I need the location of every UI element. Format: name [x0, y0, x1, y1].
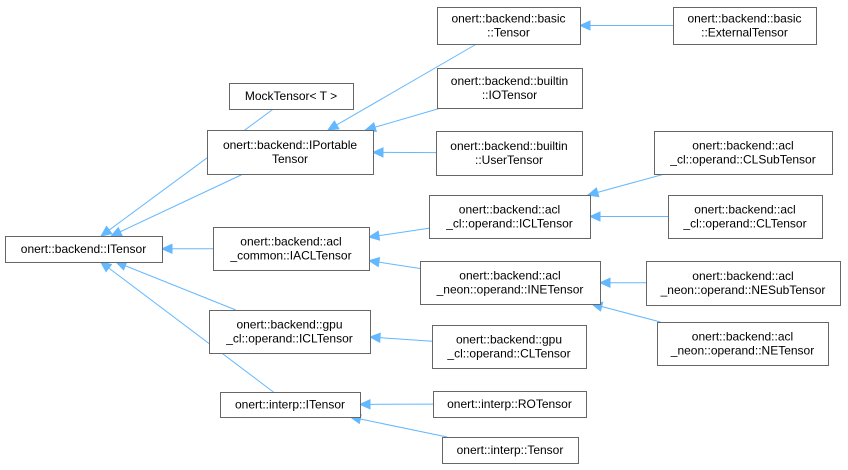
class-node-itensor[interactable]: onert::backend::ITensor	[5, 236, 163, 263]
class-name-line: MockTensor< T >	[245, 89, 337, 103]
class-name-line: _common::IACLTensor	[229, 249, 351, 263]
class-name-line: onert::backend::acl	[694, 203, 795, 217]
edge-iportable-to-itensor	[120, 173, 244, 233]
class-box	[646, 261, 841, 306]
class-node-basic_tensor[interactable]: onert::backend::basic::Tensor	[437, 7, 581, 45]
arrowhead-builtin_user-to-iportable	[371, 147, 384, 158]
class-box	[654, 131, 833, 175]
class-name-line: onert::backend::gpu	[456, 333, 562, 347]
class-name-line: _neon::operand::NETensor	[670, 344, 814, 358]
edge-interp_tensor-to-interp_itensor	[360, 418, 448, 438]
class-name-line: onert::backend::basic	[451, 12, 565, 26]
class-node-interp_ro[interactable]: onert::interp::ROTensor	[433, 391, 587, 418]
class-node-acl_clsub[interactable]: onert::backend::acl_cl::operand::CLSubTe…	[654, 131, 833, 175]
class-name-line: _cl::operand::CLSubTensor	[669, 153, 815, 167]
class-box	[207, 130, 374, 175]
class-name-line: Tensor	[272, 152, 308, 166]
class-node-interp_tensor[interactable]: onert::interp::Tensor	[442, 437, 579, 464]
edge-mocktensor-to-itensor	[108, 108, 274, 231]
class-name-line: ::IOTensor	[482, 88, 537, 102]
class-name-line: ::Tensor	[487, 26, 530, 40]
edge-interp_itensor-to-itensor	[108, 267, 274, 393]
arrowhead-basic_tensor-to-iportable	[326, 120, 340, 131]
class-node-acl_icl[interactable]: onert::backend::acl_cl::operand::ICLTens…	[429, 195, 591, 239]
edge-gpu_icl-to-itensor	[125, 265, 237, 311]
class-name-line: _cl::operand::ICLTensor	[445, 217, 573, 231]
class-name-line: ::ExternalTensor	[701, 26, 788, 40]
class-name-line: onert::backend::acl	[459, 203, 560, 217]
class-node-builtin_user[interactable]: onert::backend::builtin::UserTensor	[436, 131, 583, 176]
arrowhead-interp_itensor-to-itensor	[99, 261, 113, 273]
class-box	[668, 195, 823, 239]
class-name-line: ::UserTensor	[475, 153, 543, 167]
class-node-mocktensor[interactable]: MockTensor< T >	[229, 83, 354, 110]
class-node-builtin_io[interactable]: onert::backend::builtin::IOTensor	[437, 68, 583, 109]
edge-gpu_cl-to-gpu_icl	[379, 337, 433, 342]
class-box	[229, 83, 354, 110]
class-node-interp_itensor[interactable]: onert::interp::ITensor	[220, 392, 361, 418]
class-name-line: onert::backend::basic	[687, 12, 801, 26]
class-node-basic_external[interactable]: onert::backend::basic::ExternalTensor	[673, 7, 817, 45]
arrowhead-acl_clsub-to-acl_icl	[586, 187, 600, 198]
arrowhead-basic_external-to-basic_tensor	[578, 20, 591, 31]
class-name-line: onert::backend::acl	[240, 235, 341, 249]
arrowhead-acl_ine-to-iacl	[367, 257, 381, 268]
class-name-line: _neon::operand::NESubTensor	[660, 283, 826, 297]
edge-acl_clsub-to-acl_icl	[597, 173, 665, 193]
arrowhead-interp_ro-to-interp_itensor	[358, 399, 371, 410]
arrowhead-iacl-to-itensor	[160, 243, 173, 255]
class-name-line: onert::interp::ROTensor	[447, 397, 572, 411]
edge-basic_tensor-to-iportable	[336, 43, 477, 126]
class-node-gpu_icl[interactable]: onert::backend::gpu_cl::operand::ICLTens…	[209, 310, 371, 354]
edge-acl_icl-to-iacl	[378, 227, 430, 237]
class-box	[209, 310, 371, 354]
class-name-line: _cl::operand::CLTensor	[446, 347, 570, 361]
class-name-line: _neon::operand::INETensor	[436, 283, 584, 297]
class-name-line: onert::interp::Tensor	[457, 443, 564, 457]
arrowhead-iportable-to-itensor	[110, 226, 123, 237]
class-node-acl_nesub[interactable]: onert::backend::acl_neon::operand::NESub…	[646, 261, 841, 306]
class-name-line: onert::backend::acl	[692, 139, 793, 153]
arrowhead-acl_icl-to-iacl	[367, 230, 381, 241]
class-name-line: onert::backend::acl	[459, 269, 560, 283]
edge-acl_ine-to-iacl	[378, 261, 421, 270]
class-box	[673, 7, 817, 45]
class-box	[437, 68, 583, 109]
class-box	[420, 261, 601, 305]
arrowhead-acl_cl-to-acl_icl	[588, 211, 601, 222]
class-name-line: onert::backend::gpu	[236, 318, 342, 332]
class-box	[432, 325, 587, 369]
class-name-line: onert::backend::builtin	[450, 139, 567, 153]
class-name-line: onert::interp::ITensor	[235, 398, 345, 412]
arrowhead-mocktensor-to-itensor	[100, 225, 113, 237]
class-node-iacl[interactable]: onert::backend::acl_common::IACLTensor	[213, 227, 370, 271]
arrowhead-gpu_cl-to-gpu_icl	[368, 332, 381, 343]
class-box	[437, 7, 581, 45]
class-box	[5, 236, 163, 263]
class-name-line: _cl::operand::ICLTensor	[225, 332, 353, 346]
class-name-line: onert::backend::acl	[692, 269, 793, 283]
class-box	[220, 392, 361, 418]
class-name-line: onert::backend::builtin	[451, 74, 568, 88]
class-node-acl_ne[interactable]: onert::backend::acl_neon::operand::NETen…	[657, 322, 829, 366]
class-box	[429, 195, 591, 239]
class-box	[657, 322, 829, 366]
class-node-acl_cl[interactable]: onert::backend::acl_cl::operand::CLTenso…	[668, 195, 823, 239]
class-node-acl_ine[interactable]: onert::backend::acl_neon::operand::INETe…	[420, 261, 601, 305]
class-name-line: onert::backend::IPortable	[223, 138, 357, 152]
class-name-line: _cl::operand::CLTensor	[682, 217, 806, 231]
arrowhead-acl_nesub-to-acl_ine	[598, 277, 611, 288]
class-box	[433, 391, 587, 418]
class-node-gpu_cl[interactable]: onert::backend::gpu_cl::operand::CLTenso…	[432, 325, 587, 369]
edge-acl_ne-to-acl_ine	[601, 306, 661, 323]
class-name-line: onert::backend::ITensor	[21, 242, 146, 256]
class-box	[213, 227, 370, 271]
class-box	[442, 437, 579, 464]
class-box	[436, 131, 583, 176]
edge-builtin_io-to-iportable	[374, 107, 442, 128]
class-name-line: onert::backend::acl	[692, 330, 793, 344]
